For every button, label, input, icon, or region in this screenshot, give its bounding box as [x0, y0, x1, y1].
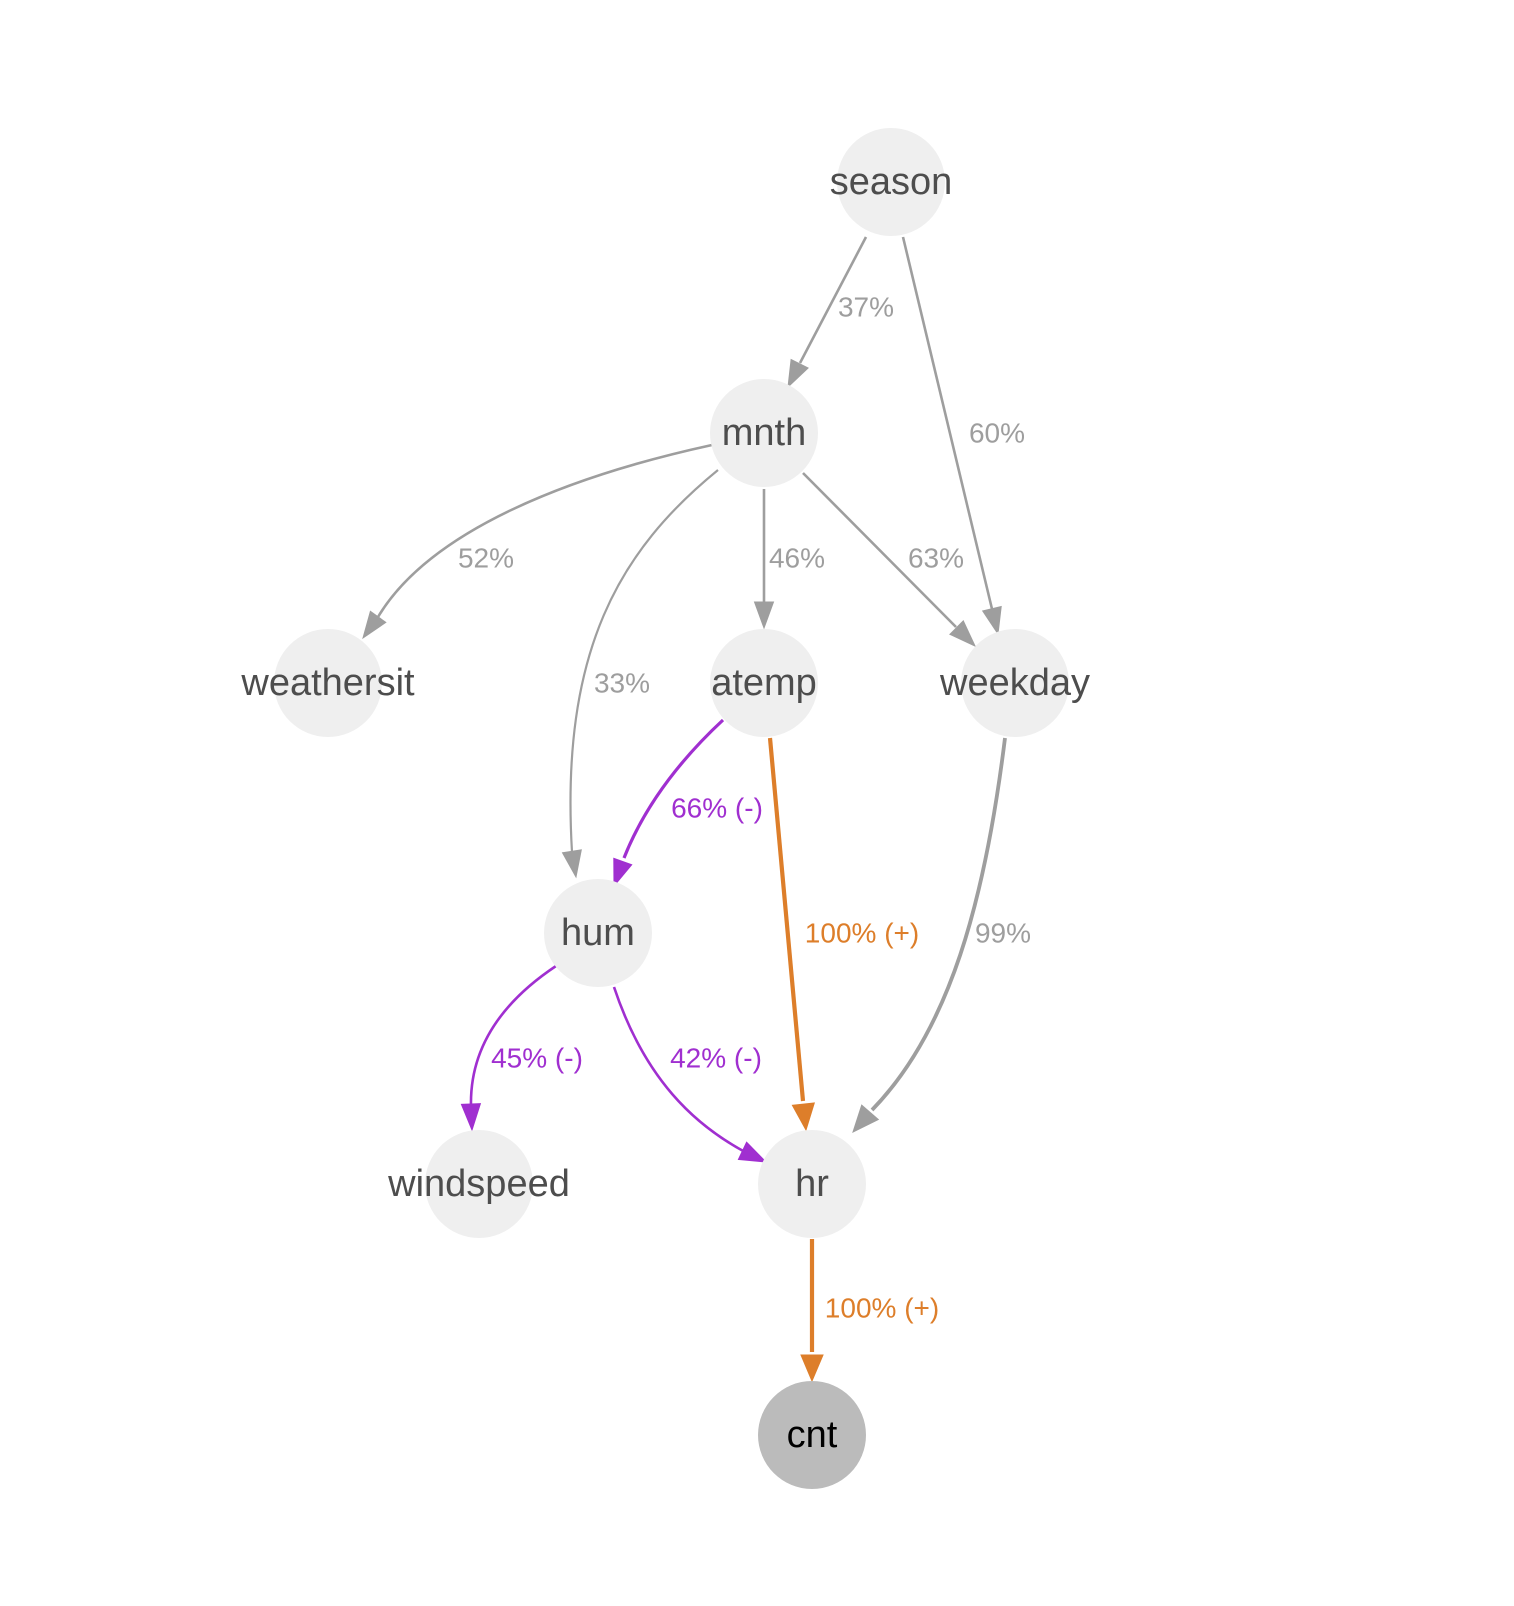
edge-mnth-atemp: 46% [753, 489, 825, 630]
edge-label: 100% (+) [805, 918, 919, 949]
arrowhead [362, 610, 387, 640]
node-circle[interactable] [710, 629, 818, 737]
node-circle[interactable] [274, 629, 382, 737]
arrowhead [460, 1103, 482, 1132]
edges-layer: 37% 60% 52% 33% 46% 63% 66% (-) 100% (+) 99% 45% … [362, 236, 1031, 1383]
arrowhead [753, 601, 775, 630]
node-windspeed[interactable]: windspeed [387, 1130, 570, 1238]
node-weekday[interactable]: weekday [939, 629, 1090, 737]
edge-line [870, 737, 1007, 1112]
node-label: atemp [711, 662, 817, 704]
edge-label: 33% [594, 668, 650, 699]
edge-line [569, 469, 719, 853]
node-circle[interactable] [961, 629, 1069, 737]
edge-mnth-weekday: 63% [802, 472, 977, 648]
edge-weekday-hr: 99% [852, 737, 1031, 1133]
arrowhead [561, 849, 582, 879]
node-label: mnth [722, 412, 806, 454]
edge-season-mnth: 37% [787, 236, 894, 389]
edge-season-weekday: 60% [901, 236, 1025, 636]
node-label: hr [795, 1163, 829, 1205]
edge-label: 60% [969, 418, 1025, 449]
edge-line [376, 443, 713, 618]
node-label: windspeed [387, 1163, 570, 1205]
edge-hum-hr: 42% (-) [612, 986, 768, 1163]
edge-label: 52% [458, 543, 514, 574]
arrowhead [981, 605, 1002, 636]
nodes-layer: season mnth weathersit atemp weekday hum winds… [240, 128, 1090, 1489]
node-circle[interactable] [425, 1130, 533, 1238]
edge-atemp-hr: 100% (+) [767, 737, 919, 1132]
arrowhead [791, 1102, 816, 1132]
node-hr[interactable]: hr [758, 1130, 866, 1238]
edge-label: 45% (-) [491, 1043, 583, 1074]
arrowhead [613, 857, 633, 888]
edge-label: 100% (+) [825, 1293, 939, 1324]
edge-mnth-hum: 33% [561, 469, 719, 879]
node-circle[interactable] [710, 379, 818, 487]
node-circle[interactable] [758, 1130, 866, 1238]
edge-line [622, 718, 725, 859]
node-label: hum [561, 912, 635, 954]
node-weathersit[interactable]: weathersit [240, 629, 415, 737]
node-circle[interactable] [837, 128, 945, 236]
arrowhead [852, 1104, 880, 1133]
node-cnt[interactable]: cnt [758, 1381, 866, 1489]
node-circle[interactable] [758, 1381, 866, 1489]
edge-hum-windspeed: 45% (-) [460, 964, 583, 1132]
node-label: season [830, 161, 953, 203]
edge-label: 99% [975, 918, 1031, 949]
edge-label: 37% [838, 292, 894, 323]
edge-hr-cnt: 100% (+) [800, 1239, 939, 1383]
node-hum[interactable]: hum [544, 879, 652, 987]
node-label: weathersit [240, 662, 415, 704]
edge-line [802, 472, 957, 628]
node-mnth[interactable]: mnth [710, 379, 818, 487]
node-circle[interactable] [544, 879, 652, 987]
arrowhead [949, 620, 977, 648]
edge-line [612, 986, 746, 1154]
edge-line [798, 236, 868, 364]
edge-line [901, 236, 994, 610]
node-atemp[interactable]: atemp [710, 629, 818, 737]
edge-atemp-hum: 66% (-) [613, 718, 763, 888]
edge-line [469, 964, 557, 1107]
arrowhead [737, 1141, 768, 1163]
arrowhead [787, 358, 809, 389]
edge-label: 66% (-) [671, 793, 763, 824]
node-label: weekday [939, 662, 1090, 704]
edge-label: 42% (-) [670, 1043, 762, 1074]
arrowhead [800, 1354, 824, 1383]
edge-label: 46% [769, 543, 825, 574]
node-label: cnt [787, 1414, 838, 1456]
edge-line [767, 737, 806, 1102]
edge-mnth-weathersit: 52% [362, 443, 713, 640]
node-season[interactable]: season [830, 128, 953, 236]
edge-label: 63% [908, 543, 964, 574]
